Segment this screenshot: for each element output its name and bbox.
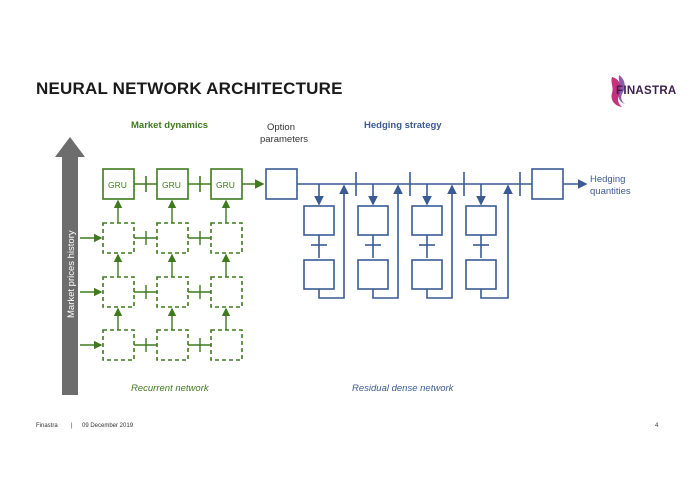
recurrent-cell (156, 329, 189, 361)
recurrent-cell (102, 276, 135, 308)
page-number: 4 (655, 423, 659, 429)
dense-layer-box (465, 205, 497, 236)
hedging-quantities-label-line2: quantities (590, 186, 631, 197)
logo-text: FINASTRA (616, 85, 677, 97)
market-prices-history-arrow (55, 137, 85, 395)
finastra-logo-icon (611, 75, 625, 107)
option-parameters-label-line1: Option (267, 122, 295, 133)
footer-separator: | (71, 423, 73, 429)
gru-row (102, 168, 265, 200)
output-box (531, 168, 564, 200)
residual-network (265, 168, 588, 299)
footer-company: Finastra (36, 423, 58, 429)
dense-layer-box (357, 205, 389, 236)
slide-title: NEURAL NETWORK ARCHITECTURE (36, 79, 343, 98)
dense-layer-box (303, 205, 335, 236)
dense-layer-box (411, 259, 443, 290)
recurrent-cell (102, 222, 135, 254)
recurrent-cell (102, 329, 135, 361)
gru-label: GRU (216, 180, 235, 190)
residual-dense-network-label: Residual dense network (352, 383, 455, 394)
dense-layer-box (411, 205, 443, 236)
market-prices-history-label: Market prices history (66, 230, 77, 318)
dense-layer-box (357, 259, 389, 290)
dense-layer-box (303, 259, 335, 290)
recurrent-cells (102, 222, 243, 361)
recurrent-network-label: Recurrent network (131, 383, 210, 394)
hedging-strategy-label: Hedging strategy (364, 120, 442, 131)
market-dynamics-label: Market dynamics (131, 120, 208, 131)
recurrent-cell (210, 329, 243, 361)
recurrent-cell (210, 276, 243, 308)
recurrent-cell (210, 222, 243, 254)
option-parameters-label-line2: parameters (260, 134, 308, 145)
recurrent-cell (156, 276, 189, 308)
dense-layer-box (465, 259, 497, 290)
gru-label: GRU (108, 180, 127, 190)
hedging-quantities-label-line1: Hedging (590, 174, 625, 185)
gru-label: GRU (162, 180, 181, 190)
footer-date: 09 December 2019 (82, 423, 134, 429)
option-parameters-box (265, 168, 298, 200)
recurrent-connections (80, 199, 231, 352)
recurrent-cell (156, 222, 189, 254)
